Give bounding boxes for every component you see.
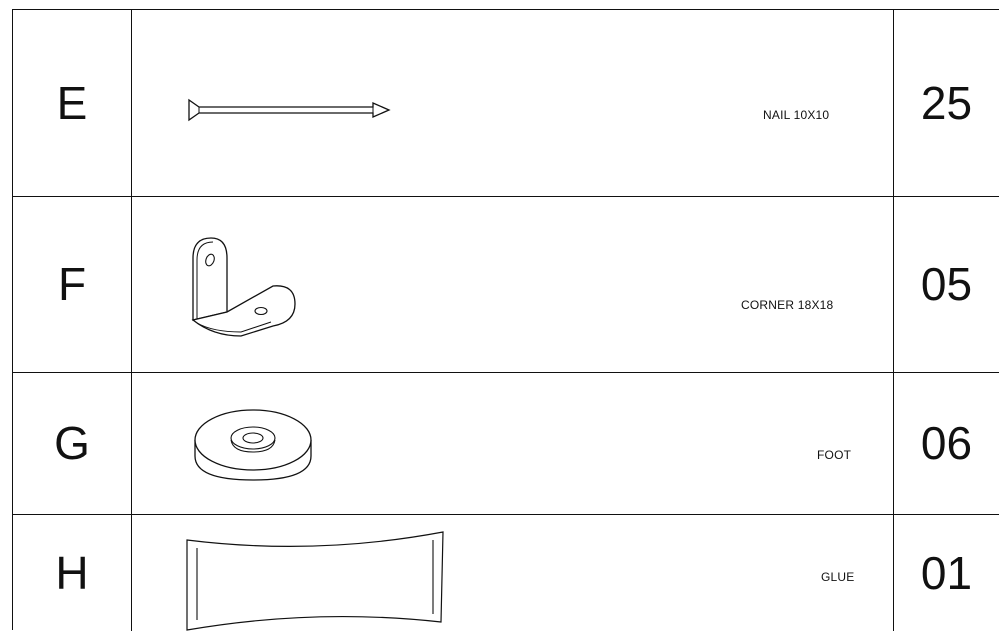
part-picture-cell: FOOT: [131, 372, 893, 514]
row-divider: [13, 196, 999, 197]
part-quantity: 01: [920, 546, 973, 599]
part-letter: F: [57, 258, 87, 310]
corner-bracket-icon: [191, 237, 296, 337]
part-row-h: H GLUE 01: [13, 514, 999, 631]
row-divider: [13, 514, 999, 515]
part-row-g: G FOOT 06: [13, 372, 999, 514]
part-quantity: 25: [920, 77, 973, 129]
part-quantity: 05: [920, 258, 973, 310]
column-divider: [131, 10, 132, 631]
part-letter: E: [56, 77, 88, 129]
part-picture-cell: CORNER 18X18: [131, 196, 893, 372]
part-letter: H: [55, 546, 89, 599]
parts-table: E NAIL 10X10 25 F CORNER 18X: [12, 9, 999, 631]
glue-packet-icon: [186, 531, 444, 631]
column-divider: [893, 10, 894, 631]
part-picture-cell: GLUE: [131, 514, 893, 631]
row-divider: [13, 372, 999, 373]
part-name: CORNER 18X18: [741, 298, 834, 312]
part-row-f: F CORNER 18X18 05: [13, 196, 999, 372]
nail-icon: [188, 98, 391, 122]
part-name: FOOT: [817, 448, 852, 462]
part-quantity: 06: [920, 417, 973, 469]
part-picture-cell: NAIL 10X10: [131, 10, 893, 196]
part-letter: G: [54, 417, 90, 469]
foot-pad-icon: [194, 409, 312, 481]
part-name: GLUE: [821, 570, 855, 584]
part-row-e: E NAIL 10X10 25: [13, 10, 999, 196]
part-name: NAIL 10X10: [763, 108, 830, 122]
